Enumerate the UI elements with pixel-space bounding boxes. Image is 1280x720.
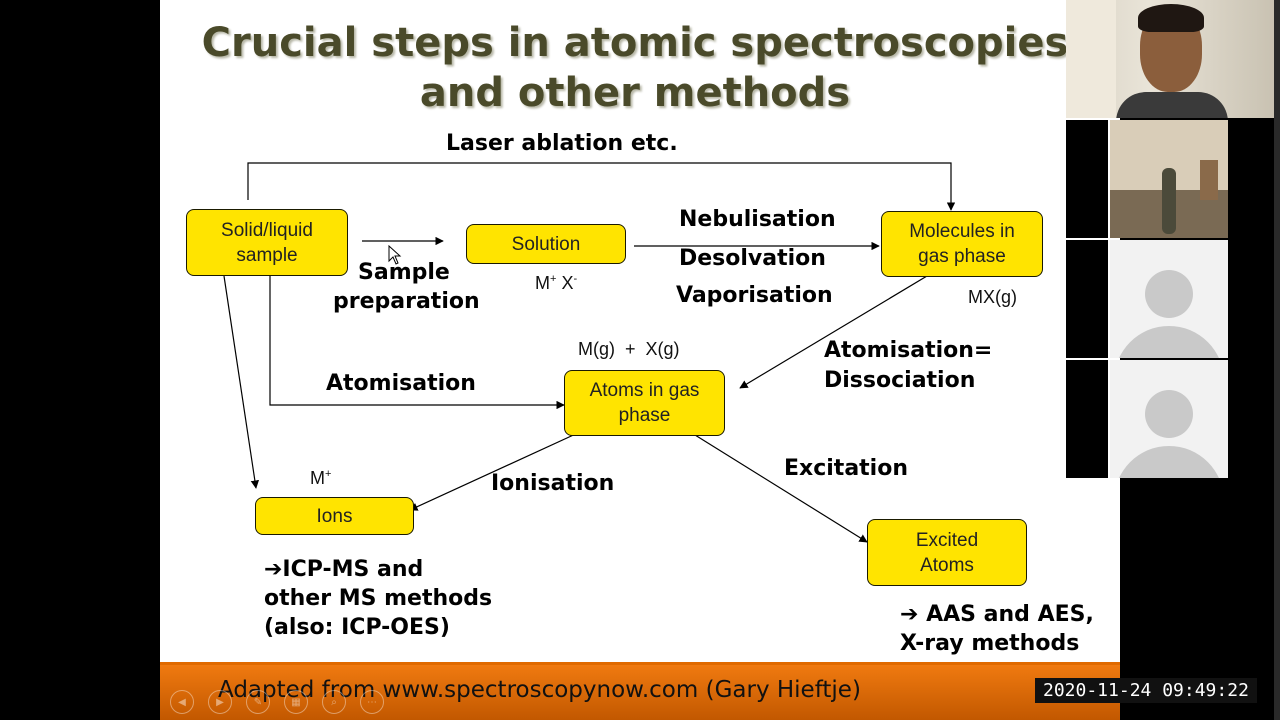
footer-divider (160, 662, 1120, 665)
box-label: Excited (915, 529, 979, 551)
dissociation-arrow (739, 266, 943, 389)
box-atoms-gas-phase: Atoms in gas phase (564, 370, 725, 436)
result-line: (also: ICP-OES) (264, 615, 450, 640)
box-label: sample (236, 244, 298, 266)
video-tile-right-1[interactable] (1230, 120, 1274, 238)
avatar-head (1145, 390, 1193, 438)
formula-sup: + (550, 273, 557, 285)
presentation-slide: Crucial steps in atomic spectroscopies a… (160, 0, 1120, 720)
room-person (1162, 168, 1176, 234)
title-line-1: Crucial steps in atomic spectroscopies (201, 20, 1069, 66)
result-line: X-ray methods (900, 631, 1080, 656)
label-nebulisation: Nebulisation (679, 207, 836, 232)
video-tile-presenter[interactable] (1066, 0, 1274, 118)
avatar-body (1114, 446, 1224, 478)
label-sample-prep-2: preparation (333, 289, 480, 314)
presenter-shoulders (1116, 92, 1228, 118)
label-m-x-ions: M+ X- (535, 273, 577, 294)
atomisation-arrow (269, 276, 565, 410)
presenter-hair (1138, 4, 1204, 32)
label-mg-xg: M(g) + X(g) (578, 339, 680, 359)
label-atomisation-dissociation-1: Atomisation= (824, 338, 993, 363)
video-tile-blank-1[interactable] (1066, 120, 1108, 238)
recording-timestamp: 2020-11-24 09:49:22 (1035, 678, 1257, 703)
video-tile-right-3[interactable] (1230, 360, 1274, 478)
result-line: ➔ICP-MS and (264, 557, 424, 582)
label-ionisation: Ionisation (491, 471, 615, 496)
box-label: Solution (511, 233, 581, 255)
box-solid-liquid-sample: Solid/liquid sample (186, 209, 348, 276)
box-label: phase (618, 405, 671, 426)
more-options-icon[interactable]: ⋯ (360, 690, 384, 714)
formula-sup: + (325, 468, 332, 480)
video-tile-right-2[interactable] (1230, 240, 1274, 358)
label-m-plus: M+ (310, 468, 331, 489)
title-line-2: and other methods (419, 70, 851, 116)
box-molecules-gas-phase: Molecules in gas phase (881, 211, 1043, 277)
slideshow-controls[interactable]: ◀ ▶ ✎ ▦ ⌕ ⋯ (170, 690, 384, 714)
next-slide-icon[interactable]: ▶ (208, 690, 232, 714)
mouse-cursor-icon (388, 245, 402, 265)
video-tile-blank-2[interactable] (1066, 240, 1108, 358)
box-solution: Solution (466, 224, 626, 264)
prev-slide-icon[interactable]: ◀ (170, 690, 194, 714)
label-vaporisation: Vaporisation (676, 283, 833, 308)
result-aas-methods: ➔ AAS and AES, X-ray methods (900, 600, 1094, 658)
flow-arrows (223, 162, 956, 543)
excitation-arrow (686, 429, 868, 543)
video-tile-blank-3[interactable] (1066, 360, 1108, 478)
result-line: ➔ AAS and AES, (900, 602, 1094, 627)
box-label: gas phase (918, 246, 1006, 267)
sample-to-ions-arrow (223, 275, 260, 489)
ionisation-arrow (409, 431, 581, 511)
slide-footer: Adapted from www.spectroscopynow.com (Ga… (160, 665, 1120, 720)
result-line: other MS methods (264, 586, 493, 611)
video-tile-room[interactable] (1110, 120, 1228, 238)
room-panel (1200, 160, 1218, 200)
avatar-head (1145, 270, 1193, 318)
box-label: Atoms (920, 554, 974, 576)
label-desolvation: Desolvation (679, 246, 826, 271)
box-label: Atoms in gas (589, 380, 700, 401)
formula-text: X (556, 273, 574, 293)
formula-sup: - (573, 273, 578, 285)
label-mx-g: MX(g) (968, 287, 1017, 307)
formula-text: M (310, 468, 325, 488)
label-atomisation: Atomisation (326, 371, 476, 396)
slides-grid-icon[interactable]: ▦ (284, 690, 308, 714)
label-excitation: Excitation (784, 456, 908, 481)
label-atomisation-dissociation-2: Dissociation (824, 368, 976, 393)
slide-title: Crucial steps in atomic spectroscopies a… (160, 18, 1110, 118)
zoom-icon[interactable]: ⌕ (322, 690, 346, 714)
laser-ablation-arrow (247, 162, 956, 211)
avatar-body (1114, 326, 1224, 358)
result-ms-methods: ➔ICP-MS and other MS methods (also: ICP-… (264, 555, 492, 642)
presenter-background (1066, 0, 1116, 118)
window-edge (1274, 0, 1280, 720)
label-sample-prep-1: Sample (358, 260, 450, 285)
box-label: Molecules in (909, 221, 1015, 242)
box-ions: Ions (255, 497, 414, 535)
formula-text: M (535, 273, 550, 293)
label-laser-ablation: Laser ablation etc. (446, 131, 678, 156)
box-label: Ions (316, 505, 353, 527)
pen-icon[interactable]: ✎ (246, 690, 270, 714)
video-tile-participant-3[interactable] (1110, 360, 1228, 478)
video-tile-participant-2[interactable] (1110, 240, 1228, 358)
box-label: Solid/liquid (221, 219, 313, 241)
